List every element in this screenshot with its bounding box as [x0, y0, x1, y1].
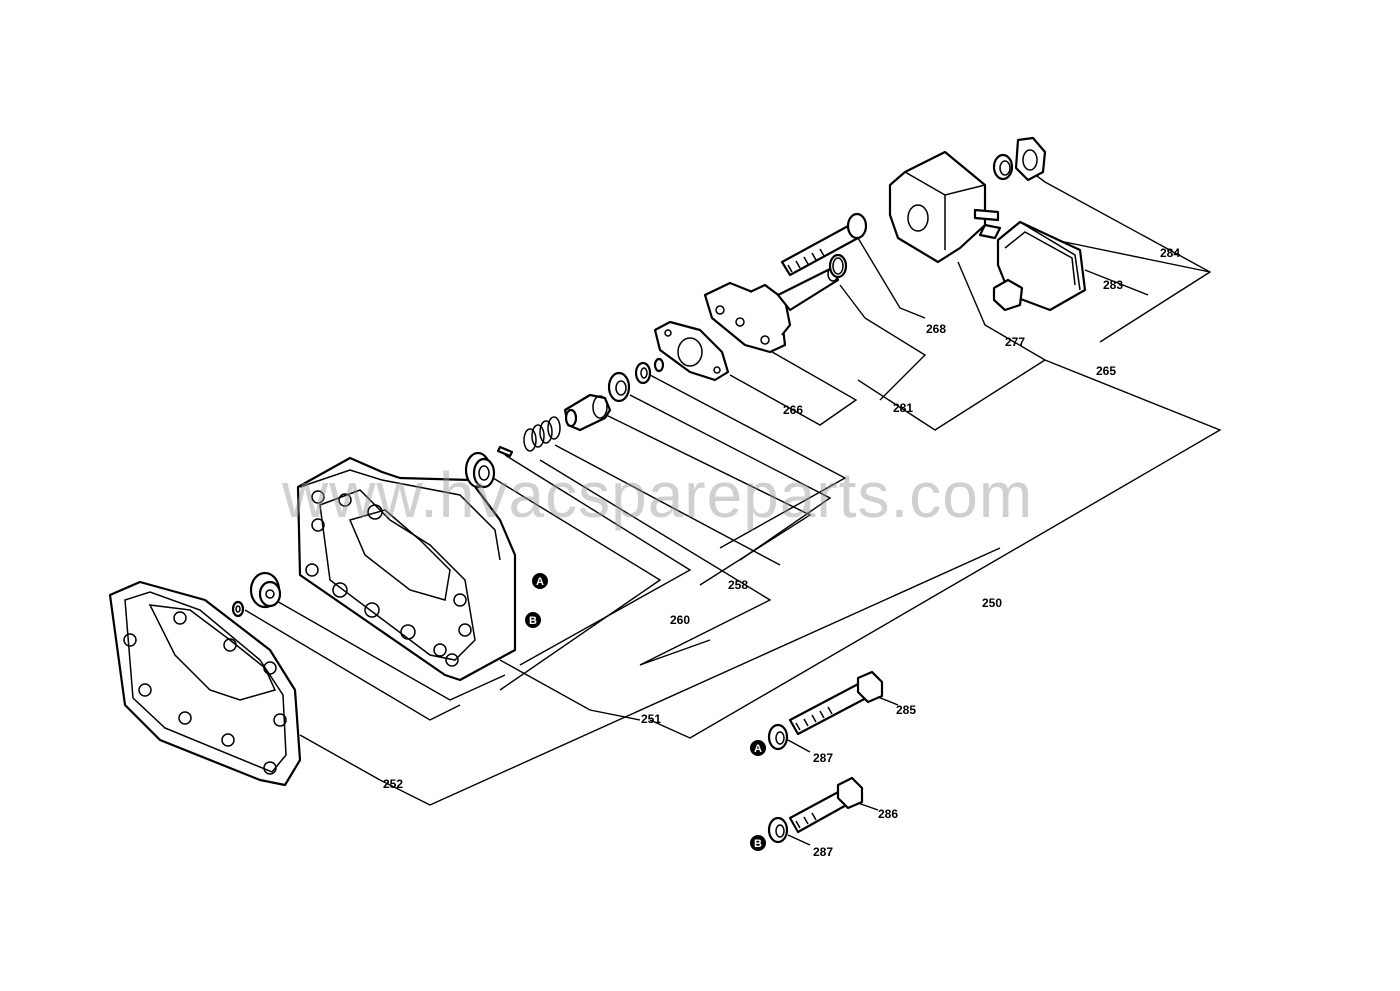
- washer-287-lower: [767, 816, 789, 844]
- marker-a-bolt: A: [750, 740, 766, 756]
- callout-286: 286: [878, 807, 898, 821]
- callout-284: 284: [1160, 246, 1180, 260]
- svg-text:B: B: [529, 615, 537, 627]
- markers: A B A B: [525, 573, 766, 851]
- callout-251: 251: [641, 712, 661, 726]
- nut-284: [1014, 136, 1047, 182]
- o-ring-small: [653, 357, 665, 373]
- svg-text:A: A: [536, 576, 544, 588]
- spacer-disc: [249, 571, 282, 609]
- watermark-text: www.hvacspareparts.com: [282, 459, 1034, 531]
- plunger: [563, 393, 612, 432]
- callout-258: 258: [728, 578, 748, 592]
- callout-250: 250: [982, 596, 1002, 610]
- small-o-ring: [231, 600, 245, 618]
- svg-text:A: A: [754, 743, 762, 755]
- washer-287-upper: [767, 723, 789, 751]
- gasket-252: [108, 580, 302, 787]
- gasket-266: [653, 320, 730, 382]
- coil-body-277: [888, 150, 1002, 264]
- callout-287-lower: 287: [813, 845, 833, 859]
- callout-265: 265: [1096, 364, 1116, 378]
- bolt-268: [780, 212, 868, 277]
- callout-287-upper: 287: [813, 751, 833, 765]
- o-ring-281: [828, 253, 848, 279]
- washer-284: [992, 153, 1014, 181]
- washer-small: [634, 361, 652, 385]
- seal-ring: [464, 451, 496, 489]
- svg-text:B: B: [754, 838, 762, 850]
- flange-tube-281: [703, 266, 840, 354]
- marker-a-housing: A: [532, 573, 548, 589]
- spring: [523, 416, 561, 452]
- bolt-286: [788, 776, 864, 834]
- callouts: 284 283 268 277 265 266 281 258 250 260 …: [383, 246, 1180, 859]
- callout-268: 268: [926, 322, 946, 336]
- housing-251: [296, 456, 517, 682]
- connector-283: [992, 220, 1087, 312]
- callout-277: 277: [1005, 335, 1025, 349]
- bolt-285: [788, 670, 884, 736]
- marker-b-housing: B: [525, 612, 541, 628]
- callout-283: 283: [1103, 278, 1123, 292]
- callout-266: 266: [783, 403, 803, 417]
- callout-285: 285: [896, 703, 916, 717]
- callout-281: 281: [893, 401, 913, 415]
- callout-252: 252: [383, 777, 403, 791]
- marker-b-bolt: B: [750, 835, 766, 851]
- leader-lines: [244, 164, 1222, 846]
- callout-260: 260: [670, 613, 690, 627]
- pin: [496, 445, 514, 458]
- washer-large: [607, 371, 631, 403]
